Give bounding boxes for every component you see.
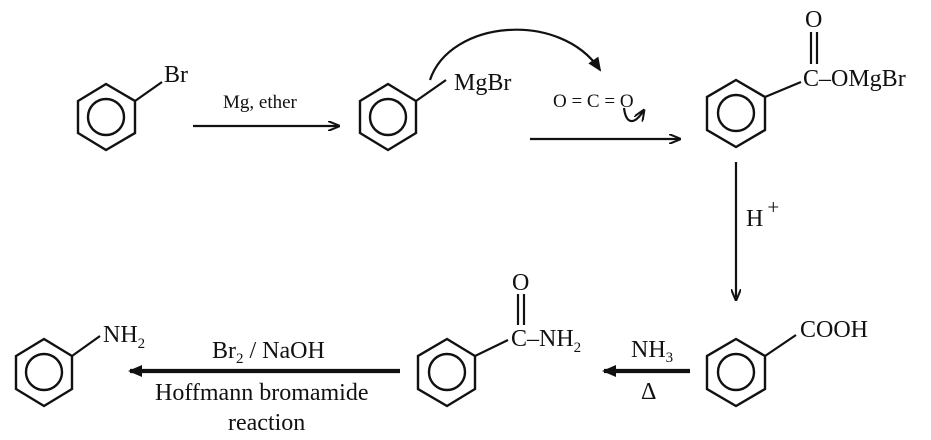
reagent-ammonia-main: NH (631, 337, 666, 363)
reagent-mg-ether: Mg, ether (223, 92, 298, 113)
reagent-naoh: / NaOH (244, 338, 325, 364)
lone-pair-arrow (622, 108, 644, 123)
omgbr-group: C–OMgBr (803, 66, 906, 92)
benzamide: O C–NH2 (416, 270, 581, 408)
co2-formula: O = C = O (553, 91, 634, 112)
benzene-ring (358, 82, 418, 152)
aniline: NH2 (14, 322, 145, 408)
carbon-dioxide: O = C = O (553, 91, 644, 123)
reagent-bromine-naoh: Br2 / NaOH (212, 338, 325, 367)
reaction-name-line2: reaction (228, 410, 305, 436)
reagent-acid-main: H (746, 206, 763, 232)
bond (764, 80, 802, 99)
benzoic-acid: COOH (705, 317, 868, 408)
bond (415, 79, 447, 102)
reagent-ammonia: NH3 (631, 337, 673, 366)
amino-group-main: NH (103, 322, 138, 348)
benzene-ring (76, 82, 137, 152)
reagent-acid-sup: + (767, 195, 779, 219)
aromatic-circle (716, 352, 756, 392)
aromatic-circle (368, 97, 408, 137)
bond (71, 335, 101, 357)
bond (134, 81, 163, 102)
amino-group: NH2 (103, 322, 145, 352)
reagent-acid: H+ (746, 195, 779, 232)
amide-group-main: C–NH (511, 326, 574, 352)
reaction-arrow-step5: Br2 / NaOH Hoffmann bromamide reaction (128, 338, 400, 436)
benzene-ring (705, 78, 767, 149)
aromatic-circle (716, 93, 756, 133)
bromobenzene: Br (76, 62, 188, 152)
benzene-ring (14, 337, 74, 408)
aromatic-circle (427, 352, 467, 392)
bromomagnesium-benzoate: O C–OMgBr (705, 7, 906, 149)
reaction-arrow-step4: NH3 Δ (602, 337, 690, 405)
amino-group-sub: 2 (138, 336, 146, 352)
cooh-group: COOH (800, 317, 868, 343)
amide-group-sub: 2 (574, 340, 582, 356)
bond (474, 339, 509, 357)
phenylmagnesium-bromide: MgBr (358, 70, 511, 152)
reagent-br-sub: 2 (236, 351, 244, 367)
reagent-heat: Δ (641, 379, 656, 405)
bond (764, 334, 797, 357)
aromatic-circle (24, 352, 64, 392)
carbonyl-oxygen: O (805, 7, 822, 33)
mgbr-label: MgBr (454, 70, 511, 96)
reagent-br-main: Br (212, 338, 236, 364)
benzene-ring (705, 337, 767, 408)
reaction-arrow-step3: H+ (736, 162, 779, 300)
reaction-arrow-step1: Mg, ether (193, 92, 339, 126)
bromo-label: Br (164, 62, 188, 88)
reaction-name-line1: Hoffmann bromamide (155, 380, 369, 406)
carbonyl-oxygen: O (512, 270, 529, 296)
aromatic-circle (86, 97, 126, 137)
benzene-ring (416, 337, 477, 408)
amide-group: C–NH2 (511, 326, 581, 356)
reagent-ammonia-sub: 3 (666, 350, 674, 366)
electron-push-arrow (428, 28, 602, 81)
